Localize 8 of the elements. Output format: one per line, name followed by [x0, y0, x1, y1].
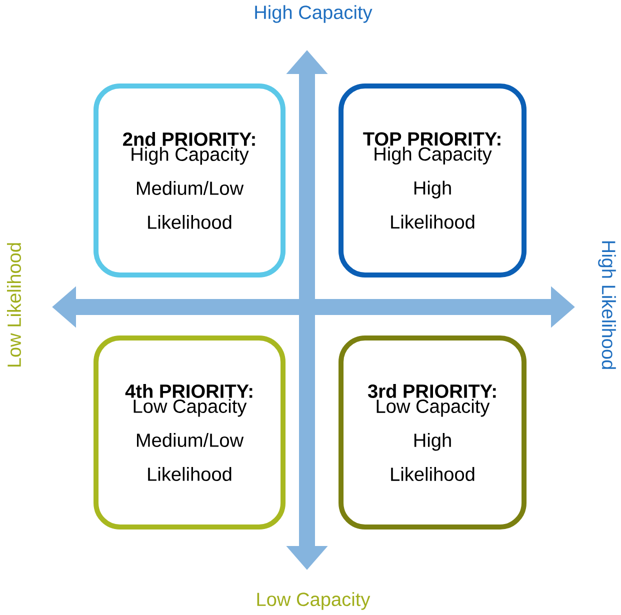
priority-box: 4th PRIORITY: Low Capacity Medium/Low Likelihood: [94, 335, 286, 530]
axis-label: High Likelihood: [598, 241, 616, 369]
axis-label: Low Capacity: [257, 592, 370, 610]
axis-label: Low Likelihood: [7, 243, 21, 367]
priority-box: 2nd PRIORITY: High Capacity Medium/Low Likelihood: [94, 83, 286, 278]
axis-label: High Capacity: [255, 5, 372, 23]
priority-box: 3rd PRIORITY: Low Capacity High Likelihood: [338, 335, 527, 530]
priority-box: TOP PRIORITY: High Capacity High Likelihood: [338, 83, 527, 278]
